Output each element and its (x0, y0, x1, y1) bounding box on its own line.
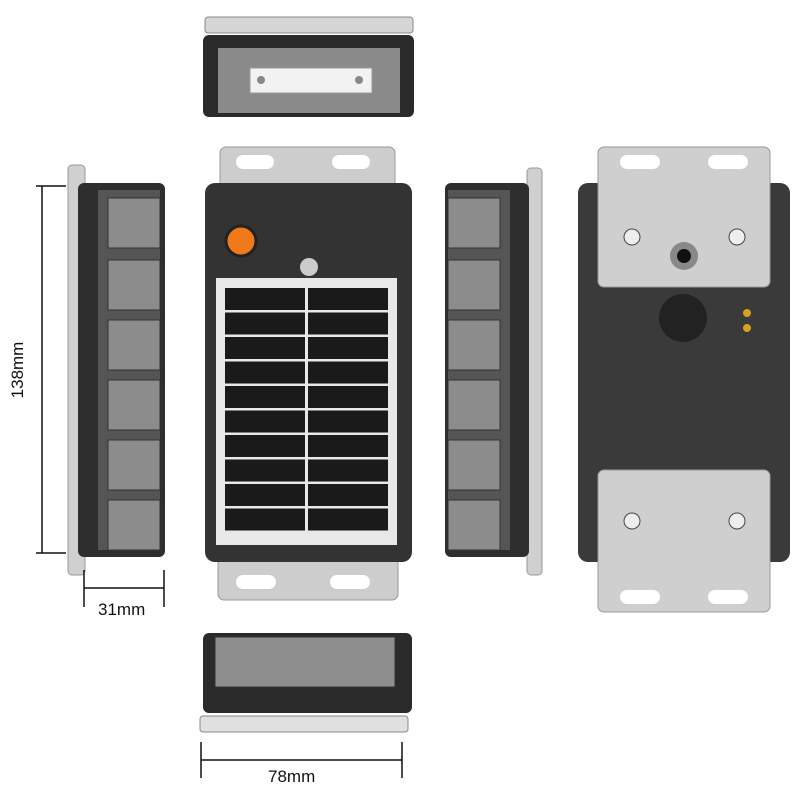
height-dimension-label: 138mm (8, 341, 27, 399)
solar-cell (308, 337, 388, 359)
power-button-icon (224, 224, 258, 258)
dimension-lines (36, 185, 403, 778)
width-dimension-label: 78mm (268, 767, 316, 786)
solar-cell (308, 459, 388, 482)
solar-cell (308, 435, 388, 457)
solar-cell (225, 361, 305, 384)
solar-cell (225, 459, 305, 482)
solar-cell (308, 508, 388, 531)
top-view (203, 16, 414, 117)
solar-cell (225, 410, 305, 433)
solar-cell (225, 312, 305, 335)
solar-cell (308, 288, 388, 310)
back-view (578, 146, 790, 613)
solar-cell (225, 435, 305, 457)
solar-cell (225, 337, 305, 359)
solar-cell (308, 410, 388, 433)
front-view (205, 146, 412, 601)
solar-panel (225, 288, 388, 531)
left-side-view (67, 164, 165, 576)
solar-cell (225, 386, 305, 408)
solar-cell (225, 508, 305, 531)
solar-cell (308, 484, 388, 506)
solar-cell (225, 288, 305, 310)
solar-cell (225, 484, 305, 506)
right-side-view (445, 167, 543, 576)
solar-cell (308, 312, 388, 335)
solar-cell (308, 361, 388, 384)
depth-dimension-label: 31mm (98, 600, 146, 619)
solar-cell (308, 386, 388, 408)
led-indicator-icon (300, 258, 318, 276)
bottom-view (199, 633, 412, 733)
